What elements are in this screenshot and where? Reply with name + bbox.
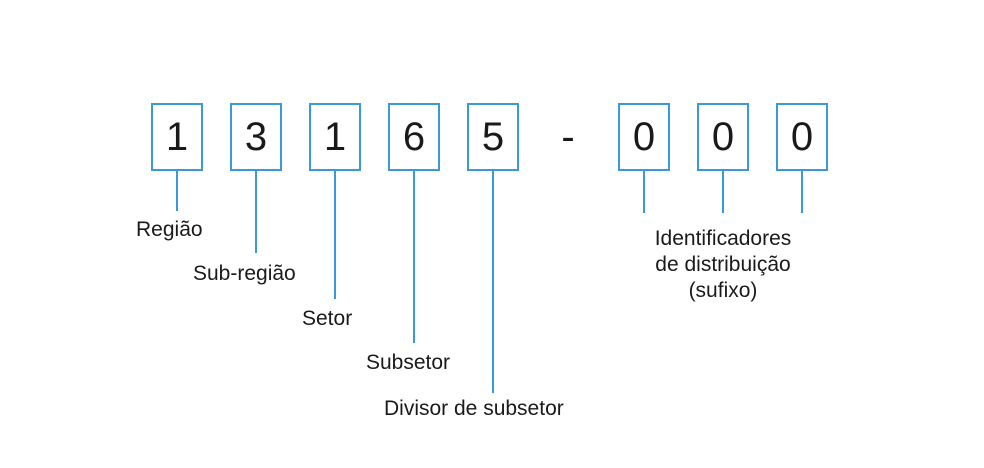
digit-box-sub-regiao: 3 xyxy=(230,103,282,171)
connector-sub-regiao xyxy=(255,171,257,253)
cep-separator: - xyxy=(561,115,575,159)
digit-box-subsetor: 6 xyxy=(388,103,440,171)
label-regiao: Região xyxy=(136,218,203,241)
connector-subsetor xyxy=(413,171,415,343)
digit-box-sufixo-3: 0 xyxy=(776,103,828,171)
digit-box-setor: 1 xyxy=(309,103,361,171)
label-identificadores-line-1: Identificadores xyxy=(654,227,792,250)
label-identificadores-distribuicao: Identificadores de distribuição (sufixo) xyxy=(628,226,818,304)
digit-box-regiao: 1 xyxy=(151,103,203,171)
connector-regiao xyxy=(176,171,178,211)
connector-sufixo-1 xyxy=(643,171,645,213)
label-identificadores-line-3: (sufixo) xyxy=(688,279,758,302)
label-setor: Setor xyxy=(302,307,353,330)
connector-divisor-subsetor xyxy=(492,171,494,393)
label-subsetor: Subsetor xyxy=(366,351,451,374)
connector-setor xyxy=(334,171,336,299)
connector-sufixo-3 xyxy=(801,171,803,213)
label-identificadores-line-2: de distribuição xyxy=(655,253,791,276)
label-sub-regiao: Sub-região xyxy=(193,262,296,285)
digit-box-sufixo-2: 0 xyxy=(697,103,749,171)
digit-box-divisor-subsetor: 5 xyxy=(467,103,519,171)
connector-sufixo-2 xyxy=(722,171,724,213)
label-divisor-subsetor: Divisor de subsetor xyxy=(384,397,564,420)
digit-box-sufixo-1: 0 xyxy=(618,103,670,171)
